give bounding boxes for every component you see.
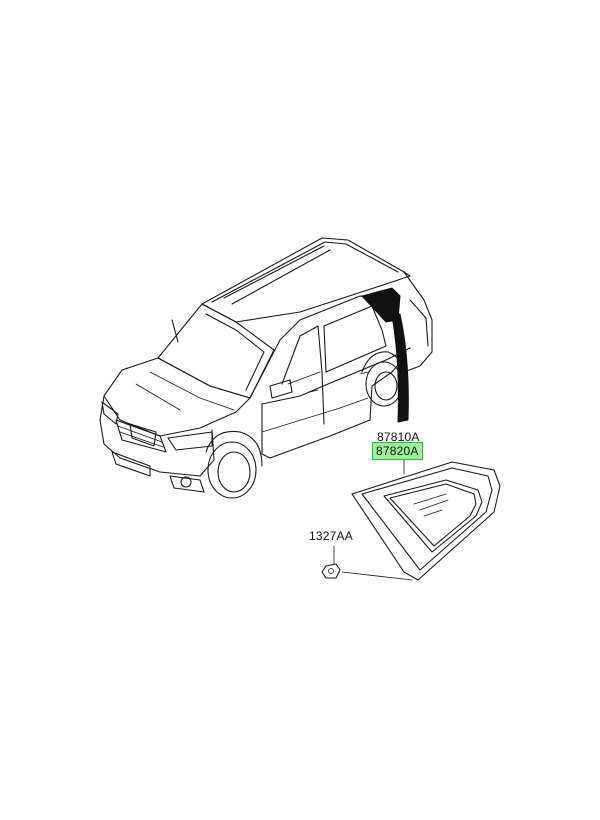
fastener-nut (321, 563, 341, 579)
part-label-1327aa[interactable]: 1327AA (309, 529, 353, 543)
leader-line-nut-to-glass (341, 571, 413, 581)
suv-illustration (99, 237, 433, 499)
quarter-glass-part (351, 461, 501, 581)
part-label-87810a[interactable]: 87810A (377, 430, 420, 444)
callout-arrow (391, 313, 409, 423)
part-label-87820a[interactable]: 87820A (372, 442, 423, 460)
